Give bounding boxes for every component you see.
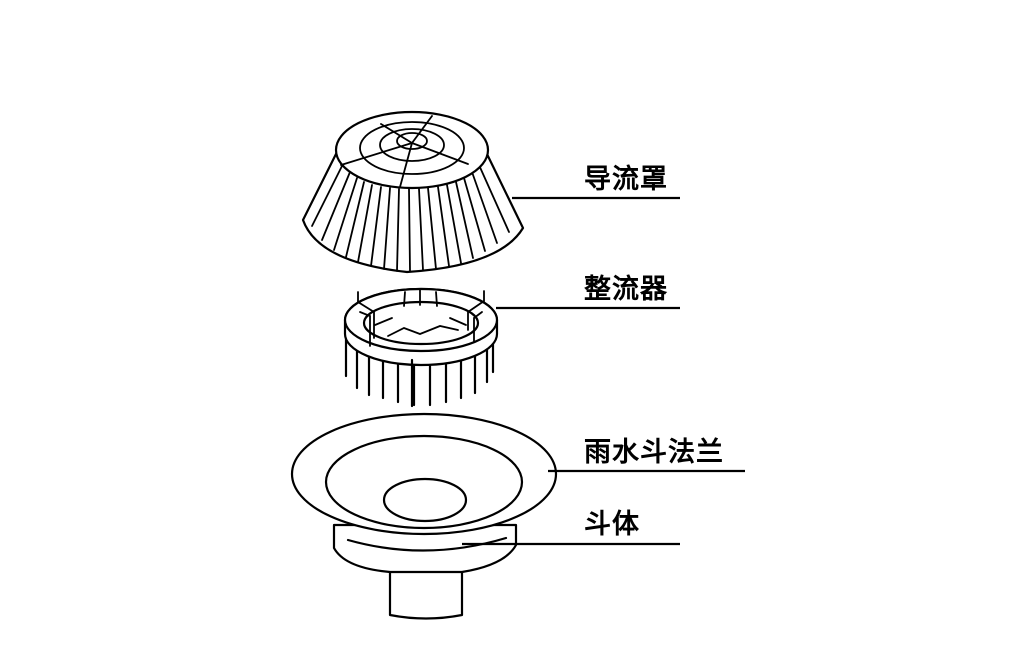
cover-ribs	[311, 163, 510, 272]
drain-flange	[290, 412, 558, 536]
body-collar	[332, 523, 518, 574]
rectifier-vanes	[357, 289, 485, 347]
leader-lines	[462, 196, 745, 546]
label-guide-cover: 导流罩	[584, 164, 668, 195]
rectifier	[343, 287, 499, 408]
cover-top	[334, 110, 490, 190]
label-flange: 雨水斗法兰	[584, 437, 724, 468]
collar-shoulder-line	[346, 536, 508, 552]
cover-top-ring-2	[379, 128, 445, 162]
flange-outlet-hole	[382, 477, 468, 523]
label-body: 斗体	[584, 509, 640, 540]
cover-top-ring-3	[396, 132, 428, 150]
rectifier-legs	[344, 334, 495, 407]
cover-cone	[301, 148, 525, 274]
guide-cover	[301, 110, 525, 274]
drain-body	[332, 523, 518, 620]
cover-top-ring-1	[359, 121, 465, 175]
label-rectifier: 整流器	[584, 274, 668, 305]
outlet-pipe	[388, 558, 464, 620]
cover-top-spokes	[340, 115, 469, 188]
